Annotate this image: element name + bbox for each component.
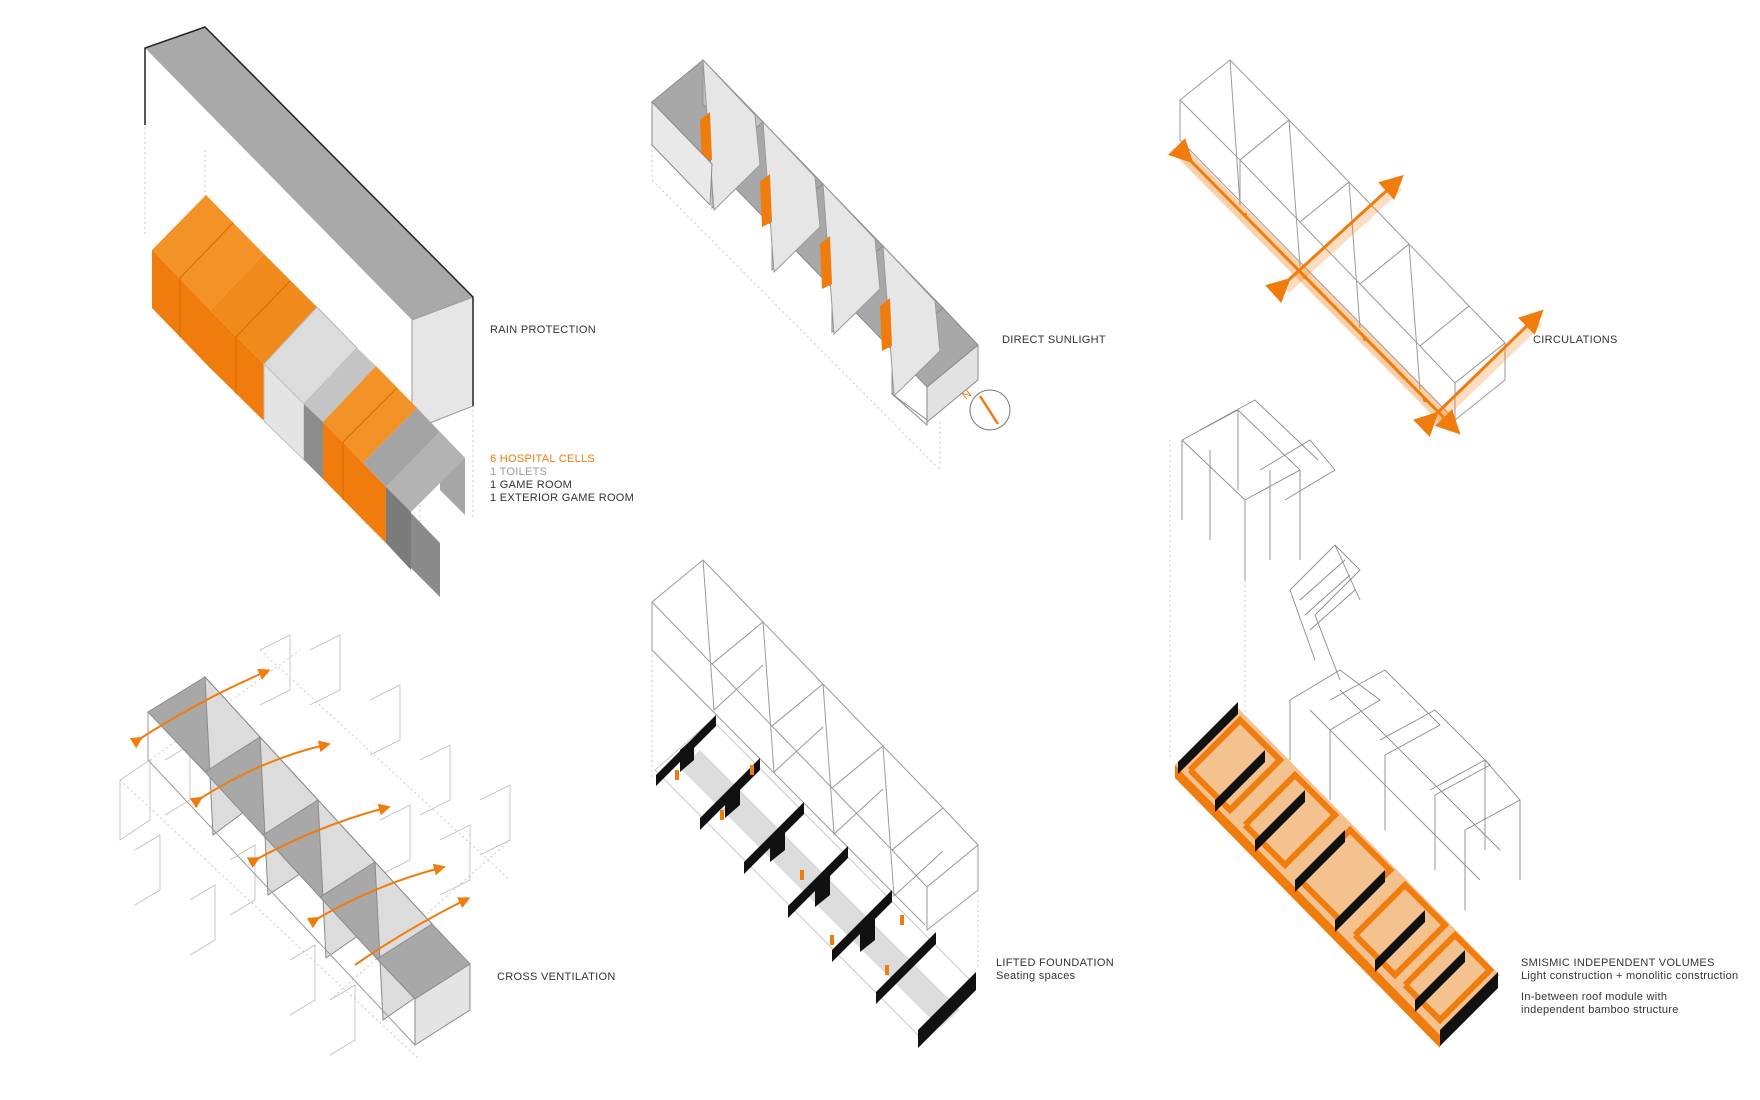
foundation-title: LIFTED FOUNDATION [996,957,1114,969]
seismic-note-2: independent bamboo structure [1521,1004,1679,1016]
foundation-subtitle: Seating spaces [996,970,1076,982]
airflow-arrow-4 [306,863,446,929]
program-list: 6 HOSPITAL CELLS 1 TOILETS 1 GAME ROOM 1… [490,453,634,505]
panel-rain-protection [144,26,474,597]
panel-cross-ventilation [119,634,511,1061]
program-toilets: 1 TOILETS [490,466,548,478]
program-game-room: 1 GAME ROOM [490,479,573,491]
label-seismic-volumes: SMISMIC INDEPENDENT VOLUMES Light constr… [1521,957,1738,1017]
panel-direct-sunlight: N [651,58,1011,472]
program-hospital-cells: 6 HOSPITAL CELLS [490,453,596,465]
airflow-arrow-5 [354,897,471,966]
label-cross-ventilation: CROSS VENTILATION [497,971,616,983]
panel-seismic-volumes [1169,399,1521,1048]
program-exterior-game-room: 1 EXTERIOR GAME ROOM [490,492,635,504]
program-block [152,195,465,597]
label-circulations: CIRCULATIONS [1533,334,1618,346]
seismic-title: SMISMIC INDEPENDENT VOLUMES [1521,957,1715,969]
airflow-arrows [129,668,471,966]
panel-circulations [1168,59,1544,437]
slab-side [1175,765,1440,1048]
roof-top-plane [145,27,473,320]
panel-lifted-foundation [651,559,979,1048]
ventilation-structure [119,634,511,1061]
sunlight-volume [651,58,979,472]
label-direct-sunlight: DIRECT SUNLIGHT [1002,334,1106,346]
label-rain-protection: RAIN PROTECTION [490,324,596,336]
ventilation-volume [147,675,471,1046]
roof-edge [144,26,474,406]
airflow-arrow-1 [129,668,271,749]
circulation-paths [1168,138,1544,437]
hospital-cells-front-a [152,250,210,368]
foundation-walls [656,715,976,1048]
seating-figures [675,765,904,975]
compass-letter: N [960,388,974,402]
roof-side-plane [411,296,474,431]
airflow-arrow-2 [189,740,331,809]
cross-path-1 [1265,174,1404,303]
foundation-slab [654,715,976,1048]
compass: N [960,388,1011,431]
seismic-slab [1175,702,1500,1048]
compass-needle [978,395,1000,425]
compass-circle [969,389,1011,431]
seismic-subtitle: Light construction + monolitic construct… [1521,970,1739,982]
foundation-roof-outline [651,559,979,970]
seismic-note-1: In-between roof module with [1521,991,1668,1003]
label-lifted-foundation: LIFTED FOUNDATION Seating spaces [996,957,1114,983]
slab-walls [1178,702,1498,1046]
airflow-arrow-3 [246,803,391,869]
bamboo-structure [1169,399,1521,910]
cross-path-2 [1413,309,1544,437]
